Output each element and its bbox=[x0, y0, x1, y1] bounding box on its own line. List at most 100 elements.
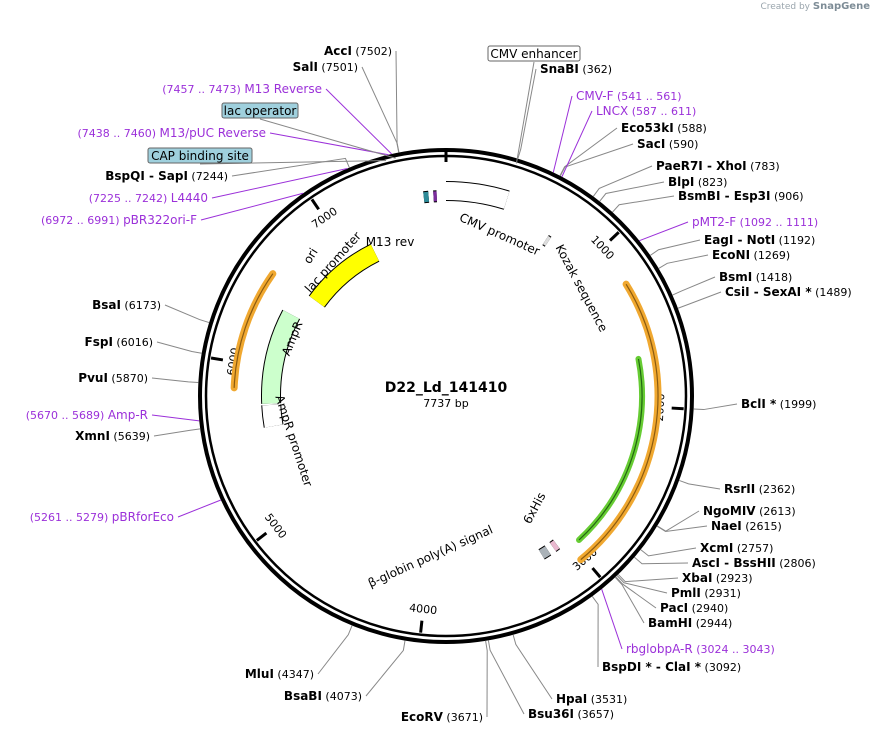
feature-label-lac-operator: lac operator bbox=[224, 104, 297, 118]
feature-fill-ampr-promoter bbox=[262, 404, 283, 428]
plasmid-length: 7737 bp bbox=[423, 397, 468, 410]
leader-fspi bbox=[156, 341, 202, 354]
feature-leader-lac-operator bbox=[259, 118, 396, 159]
tick-4000 bbox=[419, 620, 424, 633]
feature-text-globin-poly-a-signal: β-globin poly(A) signal bbox=[366, 523, 495, 591]
leader-bsai bbox=[164, 304, 210, 324]
enzyme-eagi-noti: EagI - NotI (1192) bbox=[704, 233, 815, 247]
leader-xbai bbox=[617, 574, 679, 583]
enzyme-mlui: MluI (4347) bbox=[245, 667, 314, 681]
enzyme-eco53ki: Eco53kI (588) bbox=[621, 121, 707, 135]
orf-arc-green bbox=[576, 355, 645, 543]
enzyme-bsmbi-esp3i: BsmBI - Esp3I (906) bbox=[678, 189, 804, 203]
tick-3000 bbox=[591, 567, 602, 579]
enzyme-econi: EcoNI (1269) bbox=[712, 248, 790, 262]
leader-acci bbox=[395, 50, 400, 153]
primer-pmt2-f: pMT2-F (1092 .. 1111) bbox=[692, 215, 818, 229]
primer-amp-r: (5670 .. 5689) Amp-R bbox=[26, 408, 148, 422]
feature-leader-cmv-enhancer bbox=[515, 61, 535, 164]
enzyme-bsai: BsaI (6173) bbox=[92, 298, 161, 312]
enzyme-rsrii: RsrII (2362) bbox=[724, 482, 795, 496]
feature-fill-kozak-sequence bbox=[542, 235, 551, 246]
leader-paer7i-xhoi bbox=[592, 165, 653, 197]
leader-snabi bbox=[517, 68, 537, 159]
enzyme-xbai: XbaI (2923) bbox=[682, 571, 752, 585]
enzyme-xmni: XmnI (5639) bbox=[75, 429, 150, 443]
enzyme-bamhi: BamHI (2944) bbox=[648, 616, 732, 630]
plasmid-name: D22_Ld_141410 bbox=[385, 380, 508, 396]
tick-7000 bbox=[310, 198, 320, 211]
leader-econi bbox=[658, 254, 709, 269]
features bbox=[230, 181, 662, 564]
watermark-prefix: Created by bbox=[760, 2, 810, 12]
feature-text-cmv-promoter: CMV promoter bbox=[457, 210, 542, 258]
snapgene-watermark: Created by SnapGene bbox=[760, 1, 870, 12]
feature-fill-6xhis bbox=[549, 540, 560, 552]
enzyme-bspdi-clai: BspDI * - ClaI * (3092) bbox=[602, 660, 741, 674]
watermark-brand: SnapGene bbox=[812, 1, 870, 12]
primer-m13-puc-reverse: (7438 .. 7460) M13/pUC Reverse bbox=[77, 126, 266, 140]
orf-arc-green-core bbox=[578, 358, 643, 541]
primer-leader-l4440 bbox=[211, 167, 348, 199]
primer-leader-pbr322ori-f bbox=[200, 192, 304, 221]
primer-leader-lncx bbox=[561, 110, 593, 177]
enzyme-saci: SacI (590) bbox=[637, 137, 698, 151]
leader-mlui bbox=[317, 625, 353, 675]
enzyme-pmli: PmlI (2931) bbox=[671, 586, 741, 600]
leader-naei bbox=[656, 525, 708, 532]
enzyme-xcmi: XcmI (2757) bbox=[700, 541, 773, 555]
leader-rsrii bbox=[679, 479, 721, 490]
tick-label-5000: 5000 bbox=[262, 511, 289, 541]
enzyme-hpai: HpaI (3531) bbox=[556, 692, 627, 706]
enzyme-naei: NaeI (2615) bbox=[711, 519, 782, 533]
primer-pbr322ori-f: (6972 .. 6991) pBR322ori-F bbox=[41, 213, 197, 227]
feature-fill-globin-poly-a-signal bbox=[538, 546, 551, 559]
leader-bamhi bbox=[614, 576, 645, 624]
leader-bspqi-sapi bbox=[231, 157, 350, 177]
leader-ecorv bbox=[485, 640, 488, 718]
primer-leader-amp-r bbox=[151, 414, 200, 422]
enzyme-acci: AccI (7502) bbox=[324, 44, 392, 58]
primer-leader-cmv-f bbox=[552, 95, 573, 173]
primer-l4440: (7225 .. 7242) L4440 bbox=[89, 191, 208, 205]
feature-fill-ori bbox=[309, 244, 380, 308]
enzyme-fspi: FspI (6016) bbox=[85, 335, 153, 349]
primer-leader-rbglobpa-r bbox=[601, 588, 623, 650]
leader-csii-sexai bbox=[677, 291, 722, 309]
leader-pmli bbox=[616, 575, 668, 594]
enzyme-bsabi: BsaBI (4073) bbox=[284, 689, 362, 703]
leader-bspdi-clai bbox=[591, 596, 599, 668]
feature-fill-ampr bbox=[262, 310, 300, 404]
enzyme-csii-sexai: CsiI - SexAI * (1489) bbox=[725, 285, 852, 299]
primer-cmv-f: CMV-F (541 .. 561) bbox=[576, 89, 682, 103]
enzyme-paer7i-xhoi: PaeR7I - XhoI (783) bbox=[656, 159, 780, 173]
primer-leader-pmt2-f bbox=[639, 221, 689, 242]
enzyme-blpi: BlpI (823) bbox=[668, 175, 727, 189]
tick-6000 bbox=[210, 356, 224, 362]
feature-box-cap-binding-site bbox=[147, 147, 253, 164]
leader-asci-bsshii bbox=[634, 556, 689, 565]
labels: SnaBI (362) Eco53kI (588) SacI (590) PaeR7I… bbox=[26, 44, 852, 724]
feature-label-cmv-enhancer: CMV enhancer bbox=[490, 47, 577, 61]
enzyme-ngomiv: NgoMIV (2613) bbox=[703, 504, 796, 518]
enzyme-bspqi-sapi: BspQI - SapI (7244) bbox=[105, 169, 228, 183]
leader-bsabi bbox=[365, 640, 406, 697]
primer-leader-m13-puc-reverse bbox=[269, 132, 389, 156]
enzyme-snabi: SnaBI (362) bbox=[540, 62, 612, 76]
enzyme-pvui: PvuI (5870) bbox=[78, 371, 148, 385]
leader-hpai bbox=[512, 634, 553, 700]
feature-box-lac-operator bbox=[221, 102, 299, 119]
leader-bsmbi-esp3i bbox=[612, 195, 675, 213]
leader-eagi-noti bbox=[650, 239, 701, 256]
leader-xcmi bbox=[640, 547, 697, 557]
tick-5000 bbox=[255, 531, 268, 542]
enzyme-sali: SalI (7501) bbox=[293, 60, 358, 74]
leader-xmni bbox=[153, 428, 201, 437]
tick-1000 bbox=[608, 231, 620, 242]
leader-lines bbox=[151, 50, 738, 718]
leader-paci bbox=[615, 576, 657, 609]
primer-pbrforeco: (5261 .. 5279) pBRforEco bbox=[30, 510, 174, 524]
primer-leader-pbrforeco bbox=[177, 499, 222, 518]
leader-bcli bbox=[693, 403, 738, 411]
orf-arc-right-core bbox=[580, 283, 659, 561]
